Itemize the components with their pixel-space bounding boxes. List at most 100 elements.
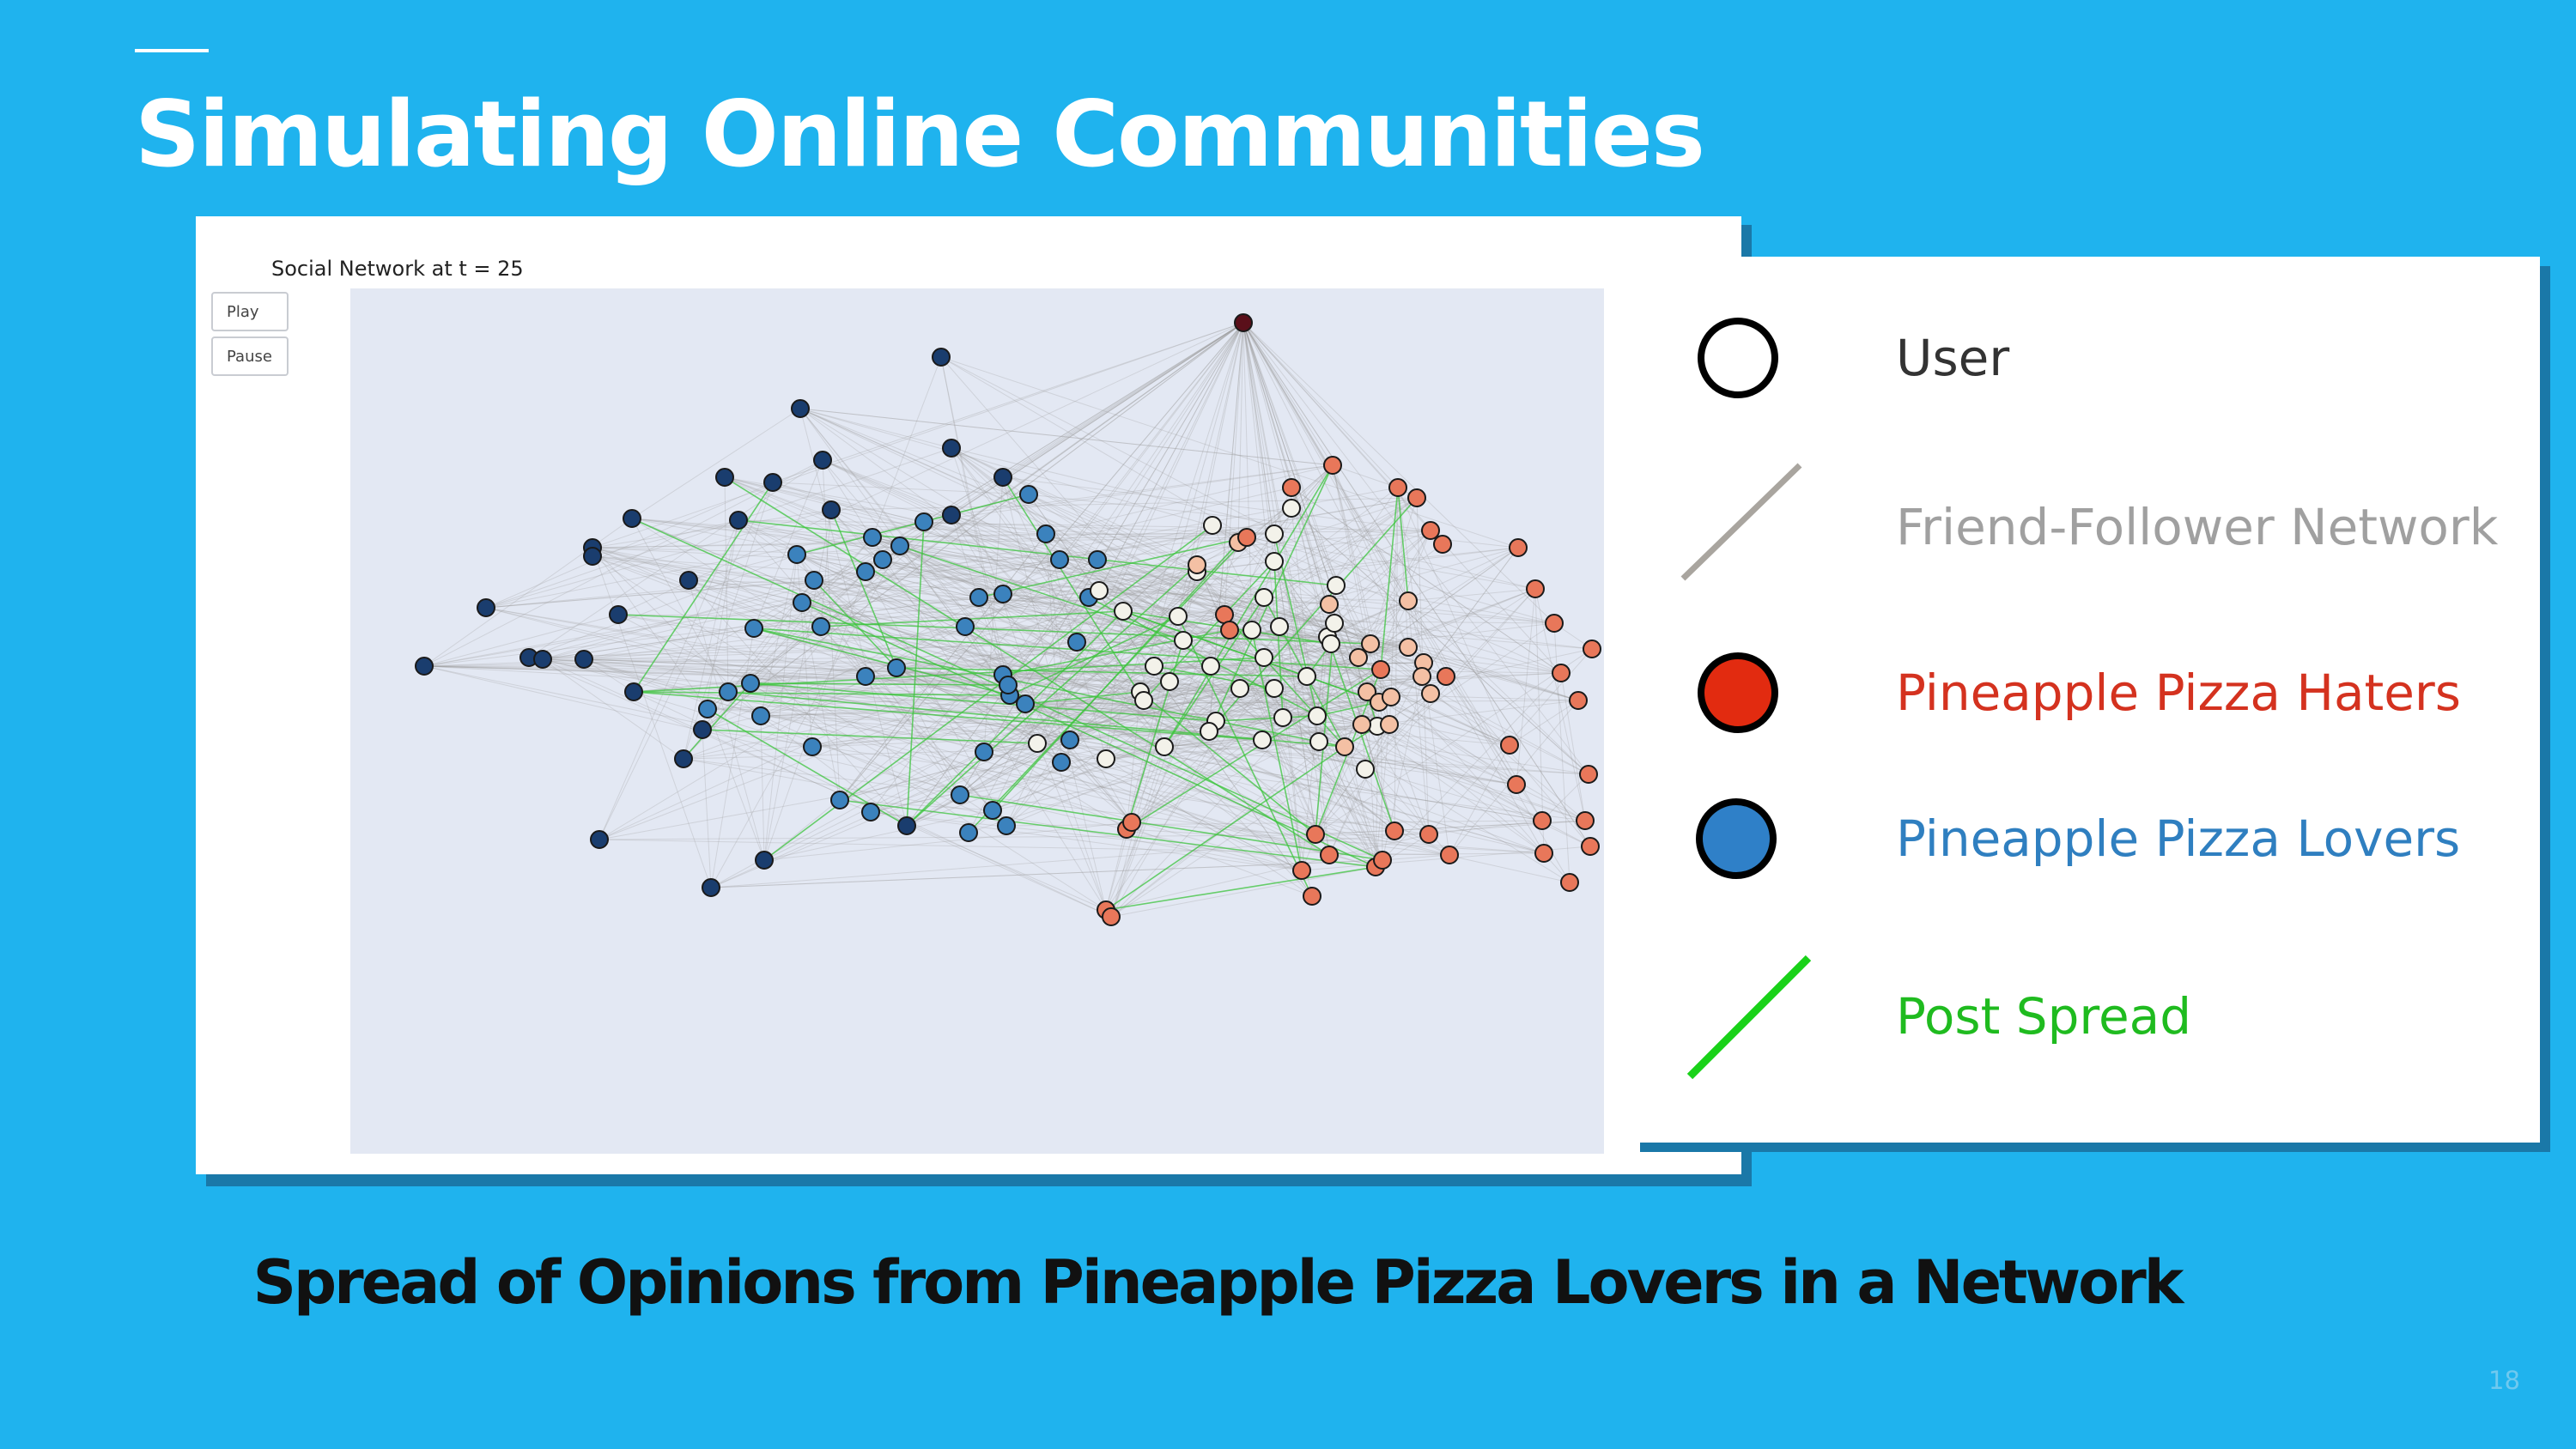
play-button[interactable]: Play xyxy=(211,292,289,331)
friend-follower-edge xyxy=(923,464,1334,523)
network-graph xyxy=(350,288,1604,1154)
user-node xyxy=(1060,731,1079,749)
user-node xyxy=(993,585,1012,603)
friend-follower-edge xyxy=(760,715,1586,822)
friend-follower-edge xyxy=(1126,701,1380,830)
user-node xyxy=(1160,672,1179,691)
friend-follower-edge xyxy=(592,322,1244,549)
friend-follower-edge xyxy=(1242,322,1562,674)
friend-follower-edge xyxy=(724,476,1141,693)
friend-follower-edge xyxy=(592,547,1141,693)
friend-follower-edge xyxy=(727,537,1248,693)
friend-follower-edge xyxy=(738,519,1431,531)
friend-follower-edge xyxy=(1328,662,1425,856)
friend-follower-edge xyxy=(801,494,1030,603)
friend-follower-edge xyxy=(1291,487,1376,868)
friend-follower-edge xyxy=(528,554,798,658)
friend-follower-edge xyxy=(1002,674,1141,693)
user-node xyxy=(1413,667,1431,686)
user-node xyxy=(1507,775,1526,794)
friend-follower-edge xyxy=(1242,322,1275,562)
user-node xyxy=(1433,535,1452,554)
friend-follower-edge xyxy=(1291,487,1562,674)
legend-label-post-spread: Post Spread xyxy=(1896,987,2192,1046)
user-node xyxy=(698,700,717,718)
user-node xyxy=(861,803,880,822)
friend-follower-edge xyxy=(1328,852,1545,856)
user-node xyxy=(1380,715,1399,734)
friend-follower-edge xyxy=(872,537,1335,624)
user-node xyxy=(1169,607,1188,626)
friend-follower-edge xyxy=(542,487,1292,660)
friend-follower-edge xyxy=(1002,597,1090,676)
plot-title: Social Network at t = 25 xyxy=(271,257,524,281)
friend-follower-edge xyxy=(542,658,684,760)
friend-follower-edge xyxy=(882,559,1265,658)
legend-item-pineapple-pizza-lovers: Pineapple Pizza Lovers xyxy=(1630,770,2540,907)
post-spread-edge xyxy=(1315,622,1335,835)
friend-follower-edge xyxy=(631,408,801,519)
post-spread-edge xyxy=(750,682,1217,722)
red-circle-icon xyxy=(1698,652,1778,733)
friend-follower-edge xyxy=(1196,564,1545,854)
friend-follower-edge xyxy=(799,408,908,827)
friend-follower-edge xyxy=(1242,322,1591,847)
friend-follower-edge xyxy=(702,571,866,731)
post-spread-edge xyxy=(899,545,1184,641)
user-node xyxy=(983,801,1002,820)
friend-follower-edge xyxy=(423,487,1399,667)
friend-follower-edge xyxy=(811,724,1390,748)
friend-follower-edge xyxy=(1242,322,1443,545)
friend-follower-edge xyxy=(1315,724,1390,835)
user-node xyxy=(1534,844,1553,863)
user-node xyxy=(813,451,832,470)
friend-follower-edge xyxy=(983,751,1571,883)
friend-follower-edge xyxy=(1332,464,1409,648)
friend-follower-edge xyxy=(1428,820,1543,835)
user-node xyxy=(1122,813,1141,832)
friend-follower-edge xyxy=(870,811,1303,871)
friend-follower-edge xyxy=(1208,731,1316,835)
user-node xyxy=(1145,657,1163,676)
friend-follower-edge xyxy=(1208,600,1409,732)
friend-follower-edge xyxy=(1315,588,1536,835)
friend-follower-edge xyxy=(631,518,873,538)
post-spread-edge xyxy=(801,602,1376,868)
user-node xyxy=(1090,581,1109,600)
user-node xyxy=(1050,550,1069,569)
user-node xyxy=(1533,811,1552,830)
friend-follower-edge xyxy=(738,519,1316,835)
legend-label-pineapple-pizza-lovers: Pineapple Pizza Lovers xyxy=(1896,809,2461,868)
user-node xyxy=(1155,737,1174,756)
friend-follower-edge xyxy=(1328,603,1555,624)
friend-follower-edge xyxy=(983,751,1330,856)
friend-follower-edge xyxy=(485,607,1450,856)
pause-button[interactable]: Pause xyxy=(211,336,289,376)
friend-follower-edge xyxy=(1315,648,1593,835)
friend-follower-edge xyxy=(951,464,1334,516)
user-node xyxy=(702,878,720,897)
friend-follower-edge xyxy=(631,518,1330,605)
post-spread-edge xyxy=(1380,487,1399,670)
friend-follower-edge xyxy=(633,691,813,748)
friend-follower-edge xyxy=(1028,494,1313,897)
post-spread-edge xyxy=(1327,636,1395,832)
friend-follower-edge xyxy=(1242,322,1409,648)
friend-follower-edge xyxy=(1330,643,1392,698)
friend-follower-edge xyxy=(1045,533,1280,627)
friend-follower-edge xyxy=(801,602,1062,763)
friend-follower-edge xyxy=(710,820,1586,888)
friend-follower-edge xyxy=(1361,724,1591,847)
friend-follower-edge xyxy=(1242,322,1591,847)
user-node xyxy=(811,617,830,636)
user-node xyxy=(863,528,882,547)
friend-follower-edge xyxy=(683,519,739,760)
friend-follower-edge xyxy=(1143,676,1308,701)
friend-follower-edge xyxy=(1024,700,1579,705)
post-spread-edges xyxy=(617,464,1418,911)
friend-follower-edge xyxy=(1143,676,1308,701)
friend-follower-edge xyxy=(951,447,1100,591)
friend-follower-edge xyxy=(583,658,635,693)
post-spread-edge xyxy=(906,564,1198,827)
user-node xyxy=(1373,851,1392,870)
